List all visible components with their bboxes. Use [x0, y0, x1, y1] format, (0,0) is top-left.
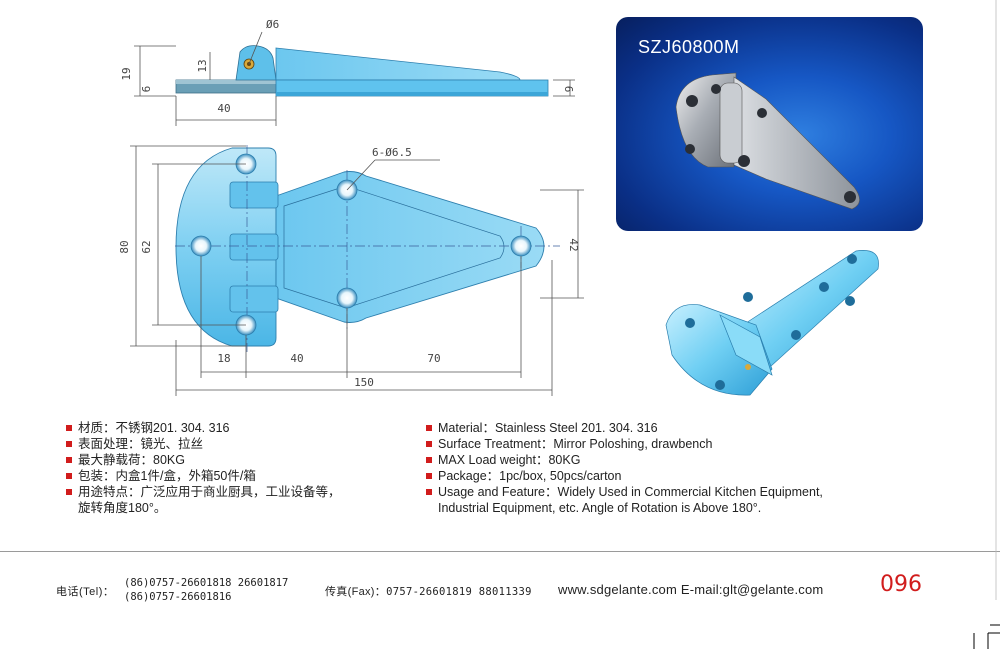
dim-thickness-left: 6 [140, 86, 153, 93]
spec-en-package: Package：1pc/box, 50pcs/carton [426, 468, 866, 484]
bullet [426, 473, 432, 479]
specs-chinese: 材质：不锈钢201. 304. 316 表面处理：镜光、拉丝 最大静载荷：80K… [66, 420, 396, 516]
top-view-wing-shadow [276, 92, 548, 96]
contact-web: www.sdgelante.com E-mail:glt@gelante.com [558, 582, 823, 597]
top-view-base-highlight [176, 80, 276, 84]
bullet [66, 425, 72, 431]
dim-height-19: 19 [120, 67, 133, 80]
model-code: SZJ60800M [638, 37, 740, 57]
spec-en-load: MAX Load weight：80KG [426, 452, 866, 468]
email-link[interactable]: E-mail:glt@gelante.com [680, 582, 824, 597]
dim-holes: 6-Ø6.5 [372, 146, 412, 159]
spec-en-surface: Surface Treatment：Mirror Poloshing, draw… [426, 436, 866, 452]
knuckle-2 [229, 233, 279, 261]
side-crop-line [995, 0, 997, 600]
page-number: 096 [880, 572, 922, 597]
website-link[interactable]: www.sdgelante.com [558, 582, 678, 597]
front-view: 6-Ø6.5 80 62 42 18 40 70 150 [118, 145, 584, 396]
dim-thickness-right: 6 [562, 86, 575, 93]
specs-english: Material：Stainless Steel 201. 304. 316 S… [426, 420, 866, 516]
dim-height-80: 80 [118, 240, 131, 253]
mount-hole-2 [190, 235, 212, 257]
front-view-wing [275, 171, 545, 323]
fax: 传真(Fax)：0757-26601819 88011339 [325, 583, 532, 599]
mount-hole-6 [510, 235, 532, 257]
knuckle-3 [229, 285, 279, 313]
top-view-wing-top [275, 47, 521, 81]
bullet [66, 473, 72, 479]
fax-numbers: 0757-26601819 88011339 [386, 586, 532, 598]
top-view: 19 13 6 6 40 Ø6 [120, 18, 575, 126]
dim-offset-13: 13 [196, 59, 209, 72]
bullet [426, 425, 432, 431]
dim-total-150: 150 [354, 376, 374, 389]
tel-label: 电话(Tel)： [56, 586, 115, 598]
tel-line-1: (86)0757-26601818 26601817 [124, 577, 289, 589]
spec-en-material: Material：Stainless Steel 201. 304. 316 [426, 420, 866, 436]
product-photo: SZJ60800M [616, 17, 923, 231]
spec-cn-usage: 用途特点：广泛应用于商业厨具，工业设备等， 旋转角度180°。 [66, 484, 396, 516]
spec-cn-load: 最大静载荷：80KG [66, 452, 396, 468]
bullet [426, 457, 432, 463]
dim-seg-70: 70 [427, 352, 440, 365]
footer-divider [0, 551, 1000, 552]
bullet [426, 489, 432, 495]
technical-drawing: 19 13 6 6 40 Ø6 [118, 18, 584, 396]
dim-width-40: 40 [217, 102, 230, 115]
crop-marks [973, 624, 1000, 649]
knuckle-1 [229, 181, 279, 209]
bullet [66, 441, 72, 447]
spec-cn-material: 材质：不锈钢201. 304. 316 [66, 420, 396, 436]
steel-hinge-image [675, 72, 860, 210]
bullet [66, 489, 72, 495]
tel-line-2: (86)0757-26601816 [124, 591, 232, 603]
dim-seg-40: 40 [290, 352, 303, 365]
bullet [66, 457, 72, 463]
hinge-render-3d [665, 250, 879, 396]
top-view-knuckle [235, 45, 277, 81]
dim-height-42: 42 [567, 238, 580, 251]
spec-cn-package: 包装：内盒1件/盒，外箱50件/箱 [66, 468, 396, 484]
front-view-wing-rib [283, 185, 505, 309]
tel-numbers: (86)0757-26601818 26601817 (86)0757-2660… [124, 576, 288, 604]
fax-label: 传真(Fax)： [325, 586, 387, 598]
mount-hole-5 [336, 287, 358, 309]
bullet [426, 441, 432, 447]
dim-seg-18: 18 [217, 352, 230, 365]
spec-en-usage: Usage and Feature：Widely Used in Commerc… [426, 484, 866, 516]
dim-height-62: 62 [140, 240, 153, 253]
dim-pin-diameter: Ø6 [266, 18, 279, 31]
spec-cn-surface: 表面处理：镜光、拉丝 [66, 436, 396, 452]
